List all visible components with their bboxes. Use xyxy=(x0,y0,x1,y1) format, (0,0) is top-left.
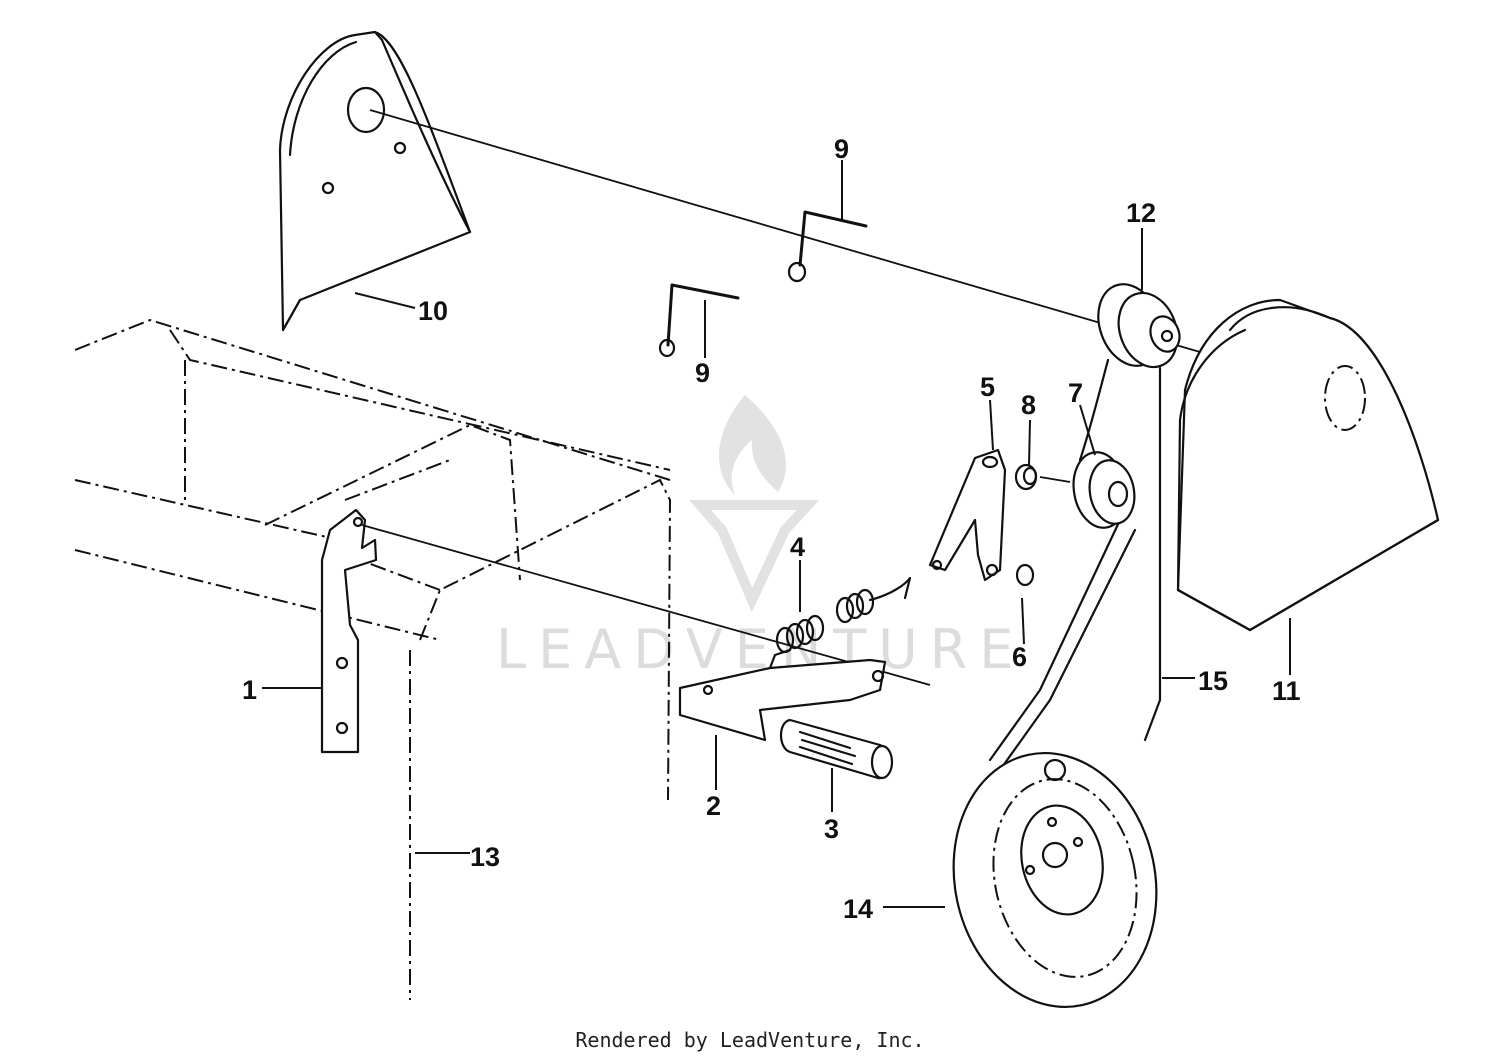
callout-11: 11 xyxy=(1272,676,1301,706)
part-5-idler-arm xyxy=(928,448,1007,582)
part-9-pin-upper xyxy=(787,210,868,283)
callout-9-lower: 9 xyxy=(695,358,710,388)
callout-labels: 1 2 3 4 5 6 7 8 9 9 10 11 12 13 14 15 xyxy=(242,134,1301,924)
callout-4: 4 xyxy=(790,532,805,562)
part-6-bushing xyxy=(1015,563,1035,587)
part-1-bracket xyxy=(320,508,931,754)
callout-10: 10 xyxy=(418,296,448,326)
callout-13: 13 xyxy=(470,842,500,872)
callout-12: 12 xyxy=(1126,198,1156,228)
callout-2: 2 xyxy=(706,791,721,821)
part-14-drive-pulley xyxy=(952,751,1158,1009)
leadventure-flame-logo xyxy=(688,395,820,613)
part-11-right-housing xyxy=(1176,298,1440,632)
callout-14: 14 xyxy=(843,894,873,924)
part-9-pin-lower xyxy=(658,283,740,358)
callout-6: 6 xyxy=(1012,642,1027,672)
part-12-upper-pulley xyxy=(1097,283,1181,369)
callout-8: 8 xyxy=(1021,390,1036,420)
part-7-idler-pulley xyxy=(1072,451,1136,529)
part-2-pedal-arm xyxy=(678,648,887,742)
leader-lines xyxy=(262,160,1291,908)
part-3-grip xyxy=(779,718,894,780)
callout-9-upper: 9 xyxy=(834,134,849,164)
part-10-left-plate xyxy=(278,30,472,332)
callout-15: 15 xyxy=(1198,666,1228,696)
part-13-main-frame xyxy=(74,318,672,1000)
part-8-spacer xyxy=(1014,463,1071,491)
footer-credit: Rendered by LeadVenture, Inc. xyxy=(575,1028,924,1052)
callout-7: 7 xyxy=(1068,378,1083,408)
part-15-belt xyxy=(988,358,1162,772)
callout-1: 1 xyxy=(242,675,257,705)
part-4-spring xyxy=(775,576,912,654)
callout-3: 3 xyxy=(824,814,839,844)
callout-5: 5 xyxy=(980,372,995,402)
